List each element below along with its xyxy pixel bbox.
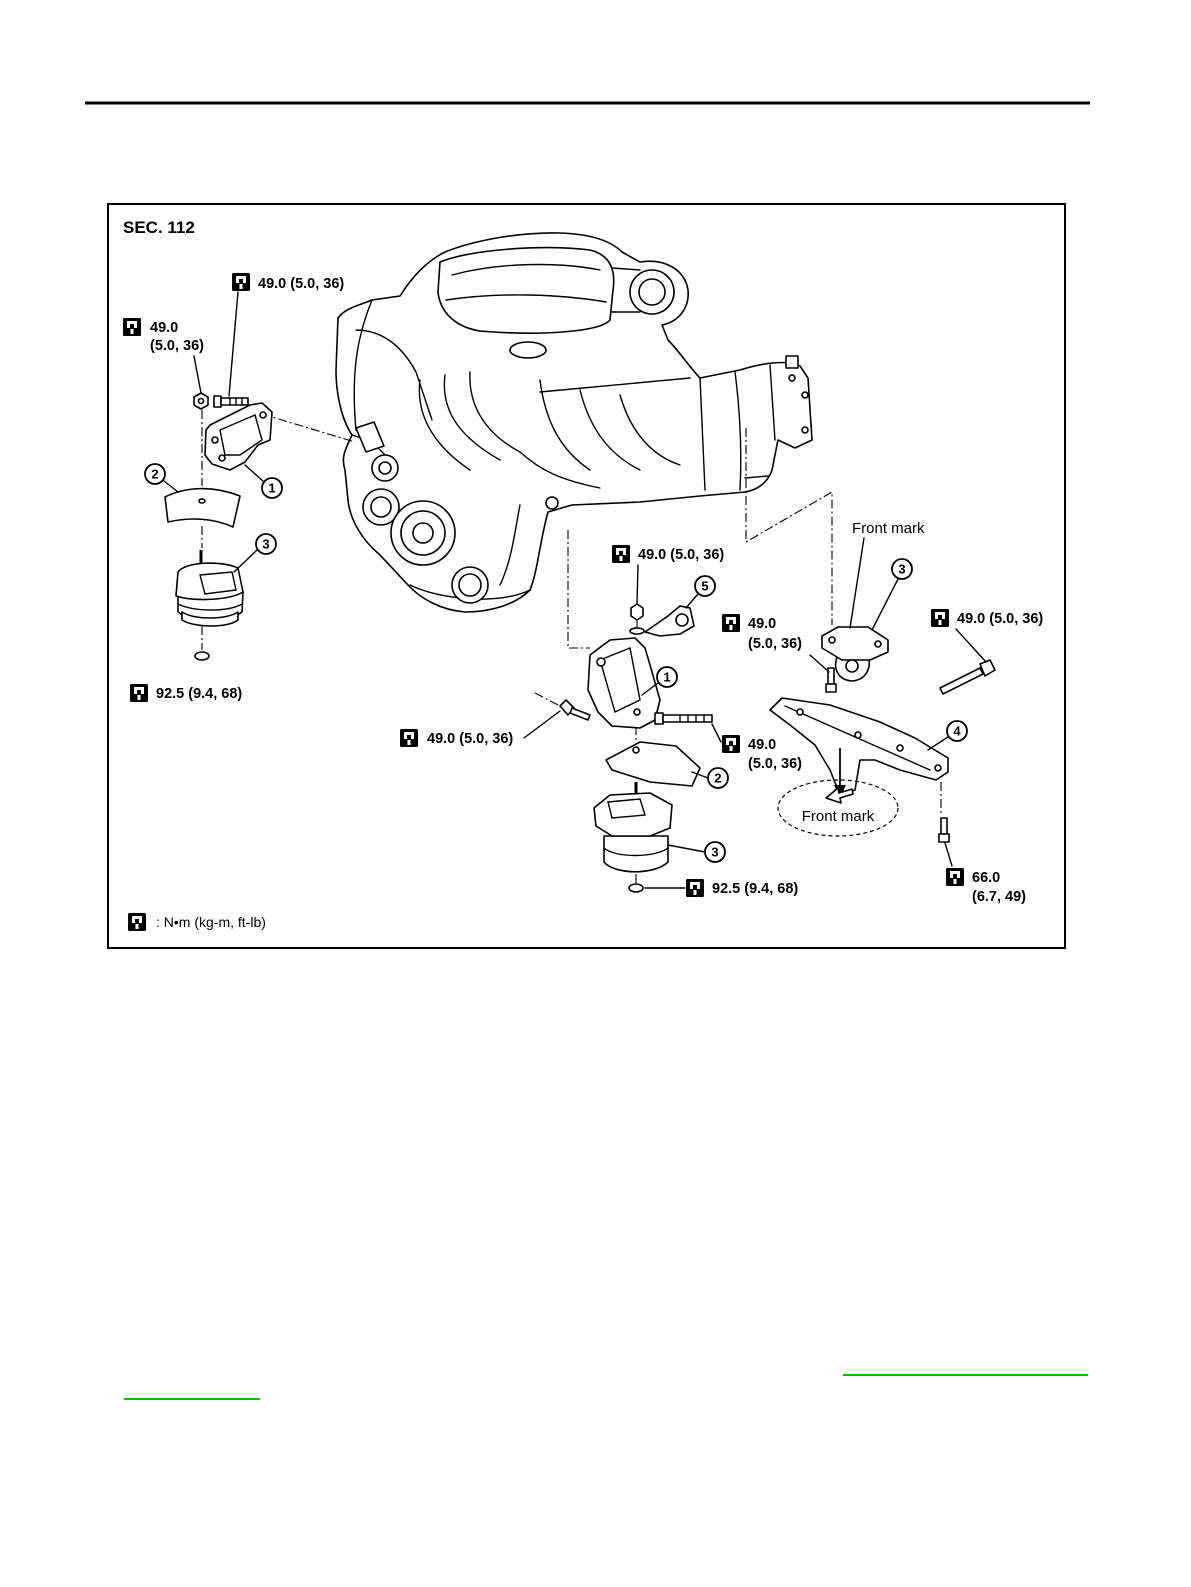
callout-4: 4 — [947, 721, 967, 741]
callout-number: 1 — [663, 670, 670, 685]
member-lower-bolt — [939, 818, 949, 842]
rear-engine-mounting-member — [770, 698, 948, 795]
torque-spec: 49.0 (5.0, 36) — [612, 545, 724, 563]
callout-number: 2 — [151, 467, 158, 482]
torque-wrench-icon — [722, 735, 740, 753]
left-mount-insulator — [165, 489, 240, 527]
right-bracket-nut — [630, 604, 644, 634]
torque-wrench-icon — [232, 273, 250, 291]
torque-value: 49.0 (5.0, 36) — [258, 276, 344, 292]
torque-wrench-icon — [931, 609, 949, 627]
right-bracket-side-bolt — [560, 700, 590, 720]
torque-legend: : N•m (kg-m, ft-lb) — [128, 913, 266, 931]
right-bracket-front-bolt — [655, 713, 712, 724]
callout-2: 2 — [145, 464, 165, 484]
right-mount-insulator — [606, 742, 700, 786]
torque-value-units: (6.7, 49) — [972, 889, 1026, 905]
left-bracket-nut — [194, 393, 208, 409]
torque-value-units: (5.0, 36) — [748, 636, 802, 652]
torque-value: 49.0 — [748, 737, 776, 753]
callout-number: 3 — [711, 845, 718, 860]
callout-number: 3 — [898, 562, 905, 577]
left-engine-mount — [176, 550, 243, 626]
torque-value: 92.5 (9.4, 68) — [712, 881, 798, 897]
callout-3: 3 — [892, 559, 912, 579]
torque-spec: 92.5 (9.4, 68) — [686, 879, 798, 897]
callout-2: 2 — [708, 768, 728, 788]
torque-wrench-icon — [130, 684, 148, 702]
callout-number: 3 — [262, 537, 269, 552]
reference-link[interactable] — [124, 1398, 260, 1400]
torque-value-units: (5.0, 36) — [150, 338, 204, 354]
left-bracket-bolt — [214, 396, 248, 407]
torque-spec: 49.0 (5.0, 36) — [722, 735, 802, 772]
torque-wrench-icon — [946, 868, 964, 886]
torque-spec: 49.0 (5.0, 36) — [232, 273, 344, 292]
rear-mount-bolt — [826, 668, 836, 692]
reference-link[interactable] — [843, 1374, 1088, 1376]
front-mark-label: Front mark — [802, 808, 875, 825]
callout-3: 3 — [256, 534, 276, 554]
torque-wrench-icon — [612, 545, 630, 563]
torque-wrench-icon — [123, 318, 141, 336]
torque-value: 49.0 (5.0, 36) — [427, 731, 513, 747]
callout-1: 1 — [262, 478, 282, 498]
torque-spec: 66.0 (6.7, 49) — [946, 868, 1026, 905]
callout-3: 3 — [705, 842, 725, 862]
torque-spec: 49.0 (5.0, 36) — [400, 729, 513, 747]
torque-value: 49.0 (5.0, 36) — [638, 547, 724, 563]
torque-wrench-icon — [722, 614, 740, 632]
callout-number: 4 — [953, 724, 961, 739]
legend-text: : N•m (kg-m, ft-lb) — [156, 914, 266, 930]
torque-spec: 49.0 (5.0, 36) — [123, 318, 204, 354]
torque-value: 49.0 (5.0, 36) — [957, 611, 1043, 627]
torque-wrench-icon — [400, 729, 418, 747]
torque-spec: 49.0 (5.0, 36) — [722, 614, 802, 652]
callout-1: 1 — [657, 667, 677, 687]
right-mount-nut — [629, 884, 643, 892]
section-label: SEC. 112 — [123, 218, 195, 237]
torque-value: 49.0 — [748, 616, 776, 632]
callout-5: 5 — [695, 576, 715, 596]
callout-number: 2 — [714, 771, 721, 786]
torque-spec: 49.0 (5.0, 36) — [931, 609, 1043, 627]
torque-value: 66.0 — [972, 870, 1000, 886]
left-engine-mounting-bracket — [205, 403, 272, 470]
torque-value-units: (5.0, 36) — [748, 756, 802, 772]
left-engine-mount-group — [165, 393, 355, 660]
right-engine-mount — [594, 782, 672, 872]
torque-wrench-icon — [128, 913, 146, 931]
torque-spec: 92.5 (9.4, 68) — [130, 684, 242, 702]
engine-assembly — [336, 233, 812, 612]
member-through-bolt — [940, 660, 995, 694]
rear-engine-mount-group — [746, 428, 995, 842]
torque-value: 92.5 (9.4, 68) — [156, 686, 242, 702]
front-mark-label: Front mark — [852, 520, 925, 537]
callout-number: 1 — [268, 481, 275, 496]
right-engine-mounting-bracket — [588, 638, 660, 728]
torque-value: 49.0 — [150, 320, 178, 336]
right-engine-mount-group — [535, 530, 712, 892]
torque-wrench-icon — [686, 879, 704, 897]
right-mounting-bracket-5 — [645, 606, 694, 636]
left-mount-nut — [195, 652, 209, 660]
callout-number: 5 — [701, 579, 708, 594]
